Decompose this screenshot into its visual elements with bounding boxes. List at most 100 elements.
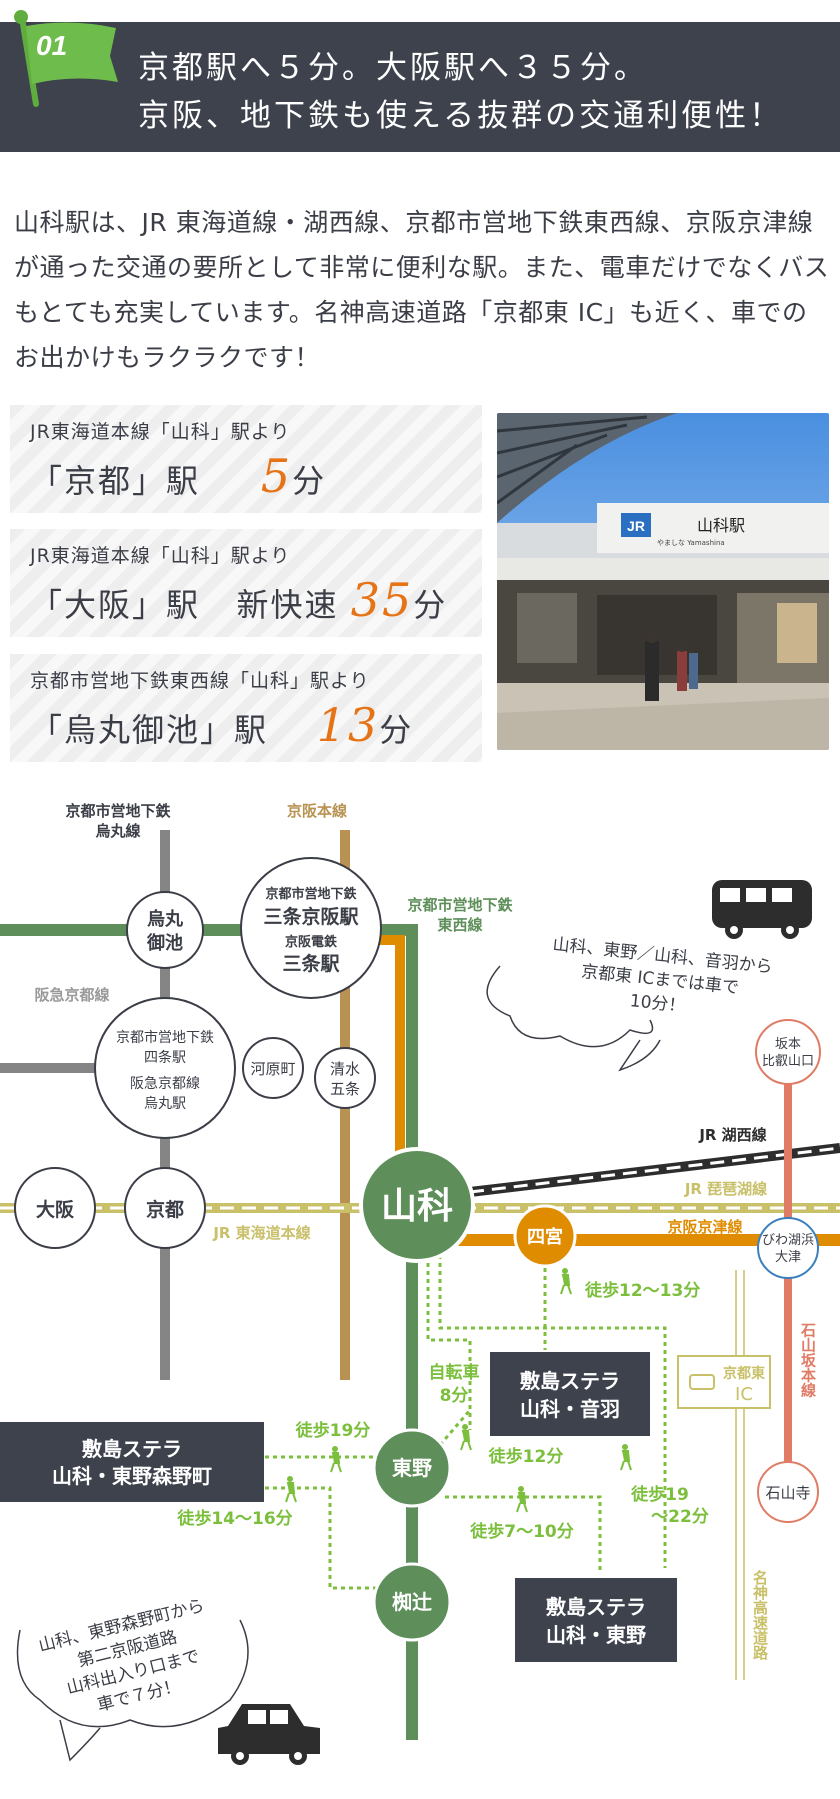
- svg-text:三条京阪駅: 三条京阪駅: [263, 905, 359, 928]
- walker-icon: [330, 1446, 342, 1473]
- svg-text:山科、東野／山科、音羽から京都東 ICまでは車で10分！: 山科、東野／山科、音羽から京都東 ICまでは車で10分！: [547, 935, 774, 1026]
- station-yamashina: 山科: [359, 1147, 475, 1263]
- svg-text:敷島ステラ: 敷島ステラ: [82, 1437, 182, 1461]
- access-kyoto: JR東海道本線「山科」駅より 「京都」駅 5分: [10, 405, 482, 513]
- svg-text:烏丸御池: 烏丸御池: [146, 908, 184, 954]
- label-tozai-line: 京都市営地下鉄東西線: [407, 896, 512, 934]
- destination-name: 「大阪」駅: [30, 586, 201, 624]
- walker-icon: [560, 1268, 572, 1295]
- station-kiyomizu-gojo: 清水五条: [314, 1047, 376, 1109]
- access-from: 京都市営地下鉄東西線「山科」駅より: [30, 670, 370, 692]
- label-ishiyama-line: 石山坂本線: [799, 1323, 817, 1399]
- walker-icons: [285, 1268, 632, 1513]
- svg-text:河原町: 河原町: [250, 1060, 295, 1078]
- svg-text:山科・音羽: 山科・音羽: [520, 1397, 620, 1421]
- station-sakamoto: 坂本比叡山口: [755, 1019, 821, 1085]
- svg-text:東野: 東野: [392, 1456, 432, 1480]
- svg-text:山科・東野: 山科・東野: [546, 1623, 646, 1647]
- svg-text:烏丸駅: 烏丸駅: [144, 1095, 186, 1112]
- bus-icon: [712, 880, 812, 939]
- station-biwako-hamaotsu: びわ湖浜大津: [757, 1217, 819, 1279]
- svg-text:清水五条: 清水五条: [330, 1060, 360, 1098]
- svg-text:京都市営地下鉄: 京都市営地下鉄: [265, 886, 356, 902]
- destination-name: 「烏丸御池」駅: [30, 711, 269, 749]
- station-kawaramachi: 河原町: [242, 1037, 304, 1099]
- note-car-ic: 山科、東野／山科、音羽から京都東 ICまでは車で10分！: [486, 935, 774, 1072]
- station-karasuma-oike: 烏丸御池: [126, 891, 204, 969]
- access-destination: 「大阪」駅 新快速 35分: [30, 573, 447, 627]
- note-car-daini-keihan: 山科、東野森野町から第二京阪道路山科出入り口まで車で７分！: [16, 1596, 249, 1762]
- travel-minutes: 35: [350, 573, 414, 627]
- label-meishin: 名神高速道路: [751, 1569, 769, 1660]
- station-ishiyamadera: 石山寺: [757, 1461, 819, 1523]
- label-keishin-line: 京阪京津線: [667, 1218, 742, 1236]
- flag-icon: 01: [0, 4, 130, 114]
- svg-text:京阪電鉄: 京阪電鉄: [285, 934, 337, 950]
- svg-text:敷島ステラ: 敷島ステラ: [520, 1369, 620, 1393]
- svg-text:山科、東野森野町から第二京阪道路山科出入り口まで車で７分！: 山科、東野森野町から第二京阪道路山科出入り口まで車で７分！: [37, 1596, 224, 1726]
- walk-12-label: 徒歩12分: [488, 1446, 564, 1467]
- train-type: 新快速: [236, 586, 339, 624]
- svg-text:三条駅: 三条駅: [282, 952, 340, 975]
- label-kosei-line: JR 湖西線: [698, 1126, 766, 1144]
- station-photo: JR 山科駅 やましな Yamashina: [497, 413, 829, 750]
- access-destination: 「烏丸御池」駅 13分: [30, 698, 413, 752]
- route-map: 京都市営地下鉄烏丸線 京阪本線 京都市営地下鉄東西線 阪急京都線 JR 湖西線 …: [0, 802, 840, 1765]
- access-karasuma-oike: 京都市営地下鉄東西線「山科」駅より 「烏丸御池」駅 13分: [10, 654, 482, 762]
- section-header: 京都駅へ５分。大阪駅へ３５分。 京阪、地下鉄も使える抜群の交通利便性！: [0, 22, 840, 152]
- svg-text:四宮: 四宮: [527, 1226, 563, 1248]
- station-naginotsuji: 椥辻: [372, 1562, 452, 1642]
- label-hankyu-line: 阪急京都線: [34, 986, 109, 1004]
- section-title: 京都駅へ５分。大阪駅へ３５分。 京阪、地下鉄も使える抜群の交通利便性！: [138, 44, 783, 140]
- walk-shinomiya-label: 徒歩12〜13分: [584, 1280, 700, 1301]
- walk-19-label: 徒歩19分: [295, 1420, 371, 1441]
- car-icon: [218, 1704, 320, 1765]
- walk-14-16-label: 徒歩14〜16分: [176, 1508, 292, 1529]
- station-kyoto: 京都: [124, 1167, 206, 1249]
- minutes-unit: 分: [379, 711, 414, 749]
- svg-text:敷島ステラ: 敷島ステラ: [546, 1595, 646, 1619]
- station-sanjo: 京都市営地下鉄 三条京阪駅 京阪電鉄 三条駅: [240, 857, 382, 999]
- property-otowa[interactable]: 敷島ステラ 山科・音羽: [490, 1352, 650, 1436]
- station-sign: 山科駅: [697, 516, 745, 535]
- label-biwako-line: JR 琵琶湖線: [684, 1180, 767, 1198]
- title-line-1: 京都駅へ５分。大阪駅へ３５分。: [138, 50, 648, 86]
- walk-19-22-label: 徒歩19〜22分: [630, 1484, 709, 1527]
- minutes-unit: 分: [292, 462, 327, 500]
- station-higashino: 東野: [372, 1428, 452, 1508]
- svg-text:椥辻: 椥辻: [392, 1590, 432, 1614]
- jr-logo: JR: [627, 518, 645, 534]
- svg-text:石山寺: 石山寺: [765, 1484, 810, 1502]
- svg-text:大阪: 大阪: [36, 1198, 75, 1221]
- svg-text:四条駅: 四条駅: [144, 1049, 186, 1066]
- walker-icon: [516, 1486, 528, 1513]
- svg-text:びわ湖浜大津: びわ湖浜大津: [762, 1233, 814, 1265]
- access-destination: 「京都」駅 5分: [30, 449, 326, 503]
- travel-minutes: 13: [316, 698, 380, 752]
- station-osaka: 大阪: [14, 1167, 96, 1249]
- title-line-2: 京阪、地下鉄も使える抜群の交通利便性！: [138, 98, 784, 134]
- travel-minutes: 5: [260, 449, 293, 503]
- car-icon: [689, 1374, 715, 1390]
- walker-icon: [285, 1476, 297, 1503]
- property-morinocho[interactable]: 敷島ステラ 山科・東野森野町: [0, 1422, 264, 1502]
- label-keihan-main-line: 京阪本線: [287, 802, 347, 820]
- destination-name: 「京都」駅: [30, 462, 201, 500]
- property-higashino[interactable]: 敷島ステラ 山科・東野: [515, 1578, 677, 1662]
- minutes-unit: 分: [413, 586, 448, 624]
- walk-7-10-label: 徒歩7〜10分: [469, 1521, 574, 1542]
- walking-routes: [265, 1255, 667, 1590]
- svg-text:山科・東野森野町: 山科・東野森野町: [52, 1464, 212, 1488]
- intro-text: 山科駅は、JR 東海道線・湖西線、京都市営地下鉄東西線、京阪京津線が通った交通の…: [14, 208, 830, 372]
- station-sign-reading: やましな Yamashina: [657, 539, 725, 547]
- svg-text:坂本比叡山口: 坂本比叡山口: [762, 1037, 814, 1069]
- svg-text:京都: 京都: [146, 1198, 184, 1221]
- access-from: JR東海道本線「山科」駅より: [30, 545, 291, 567]
- svg-text:阪急京都線: 阪急京都線: [130, 1076, 200, 1092]
- station-shijo: 京都市営地下鉄 四条駅 阪急京都線 烏丸駅: [94, 997, 236, 1139]
- section-number: 01: [36, 30, 68, 61]
- svg-text:山科: 山科: [381, 1186, 453, 1227]
- svg-text:IC: IC: [735, 1384, 753, 1405]
- svg-text:京都東: 京都東: [723, 1365, 765, 1382]
